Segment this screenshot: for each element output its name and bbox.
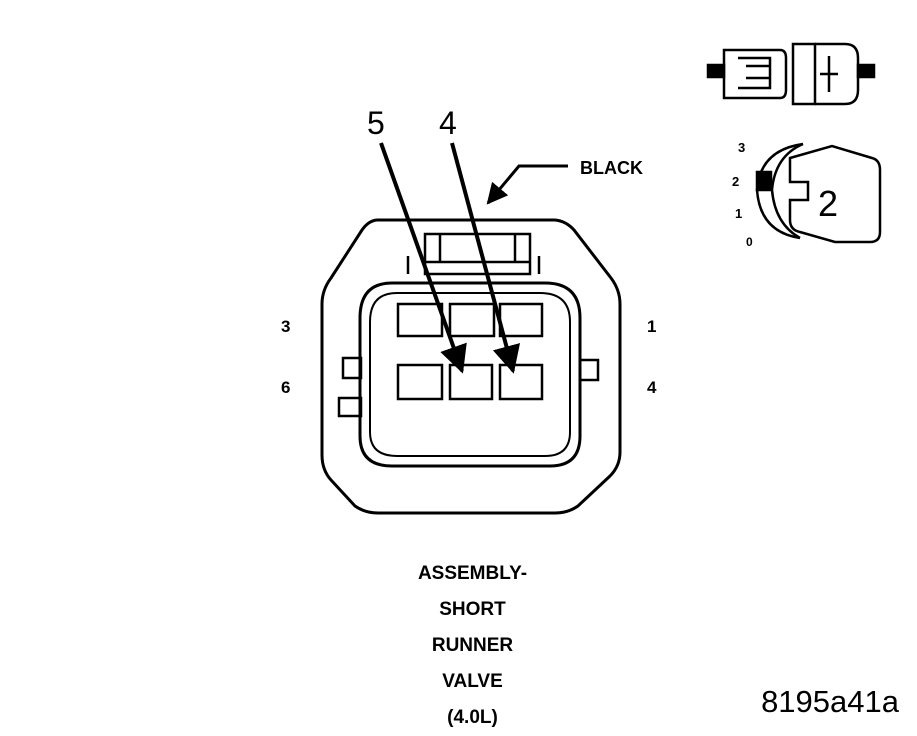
figure-id: 8195a41a: [761, 684, 899, 719]
connector-latch: [406, 232, 541, 276]
caption-line: SHORT: [439, 599, 506, 620]
terminal-cavities: [396, 302, 544, 401]
connector-outer-shell: [320, 218, 622, 515]
cavity-2: [448, 302, 496, 338]
connector-caption: ASSEMBLY- SHORT RUNNER VALVE (4.0L): [350, 556, 595, 736]
key-scale-1: 1: [735, 206, 742, 221]
callout-4-label: 4: [439, 105, 457, 141]
cavity-label-6: 6: [281, 378, 290, 397]
cavity-label-3: 3: [281, 317, 290, 336]
left-lower-tab: [337, 396, 363, 418]
callout-5-leader: [379, 142, 467, 374]
connector-cavity-wall: [358, 281, 582, 468]
caption-line: ASSEMBLY-: [417, 563, 528, 584]
cavity-1: [498, 302, 544, 338]
cavity-label-1: 1: [647, 317, 656, 336]
caption-line: (4.0L): [447, 707, 498, 728]
cavity-5: [448, 363, 494, 401]
cavity-4: [498, 363, 544, 401]
caption-line: RUNNER: [431, 635, 514, 656]
cavity-label-4: 4: [647, 378, 657, 397]
wire-color-leader: [486, 164, 568, 205]
cavity-3: [396, 302, 444, 338]
right-side-tab: [578, 358, 600, 382]
left-side-tab: [341, 356, 363, 380]
cavity-6: [396, 363, 444, 401]
key-scale-2: 2: [732, 174, 739, 189]
key-pictogram-icon: [755, 142, 882, 244]
callout-5-label: 5: [367, 105, 385, 141]
key-number: 2: [818, 183, 838, 224]
connector-cavity-inner: [369, 292, 571, 457]
connector-pictogram-icon: [706, 42, 876, 106]
wire-color-label: BLACK: [580, 158, 643, 178]
caption-line: VALVE: [442, 671, 503, 692]
key-scale-3: 3: [738, 140, 745, 155]
key-scale-0: 0: [746, 235, 753, 249]
callout-4-leader: [450, 142, 521, 374]
